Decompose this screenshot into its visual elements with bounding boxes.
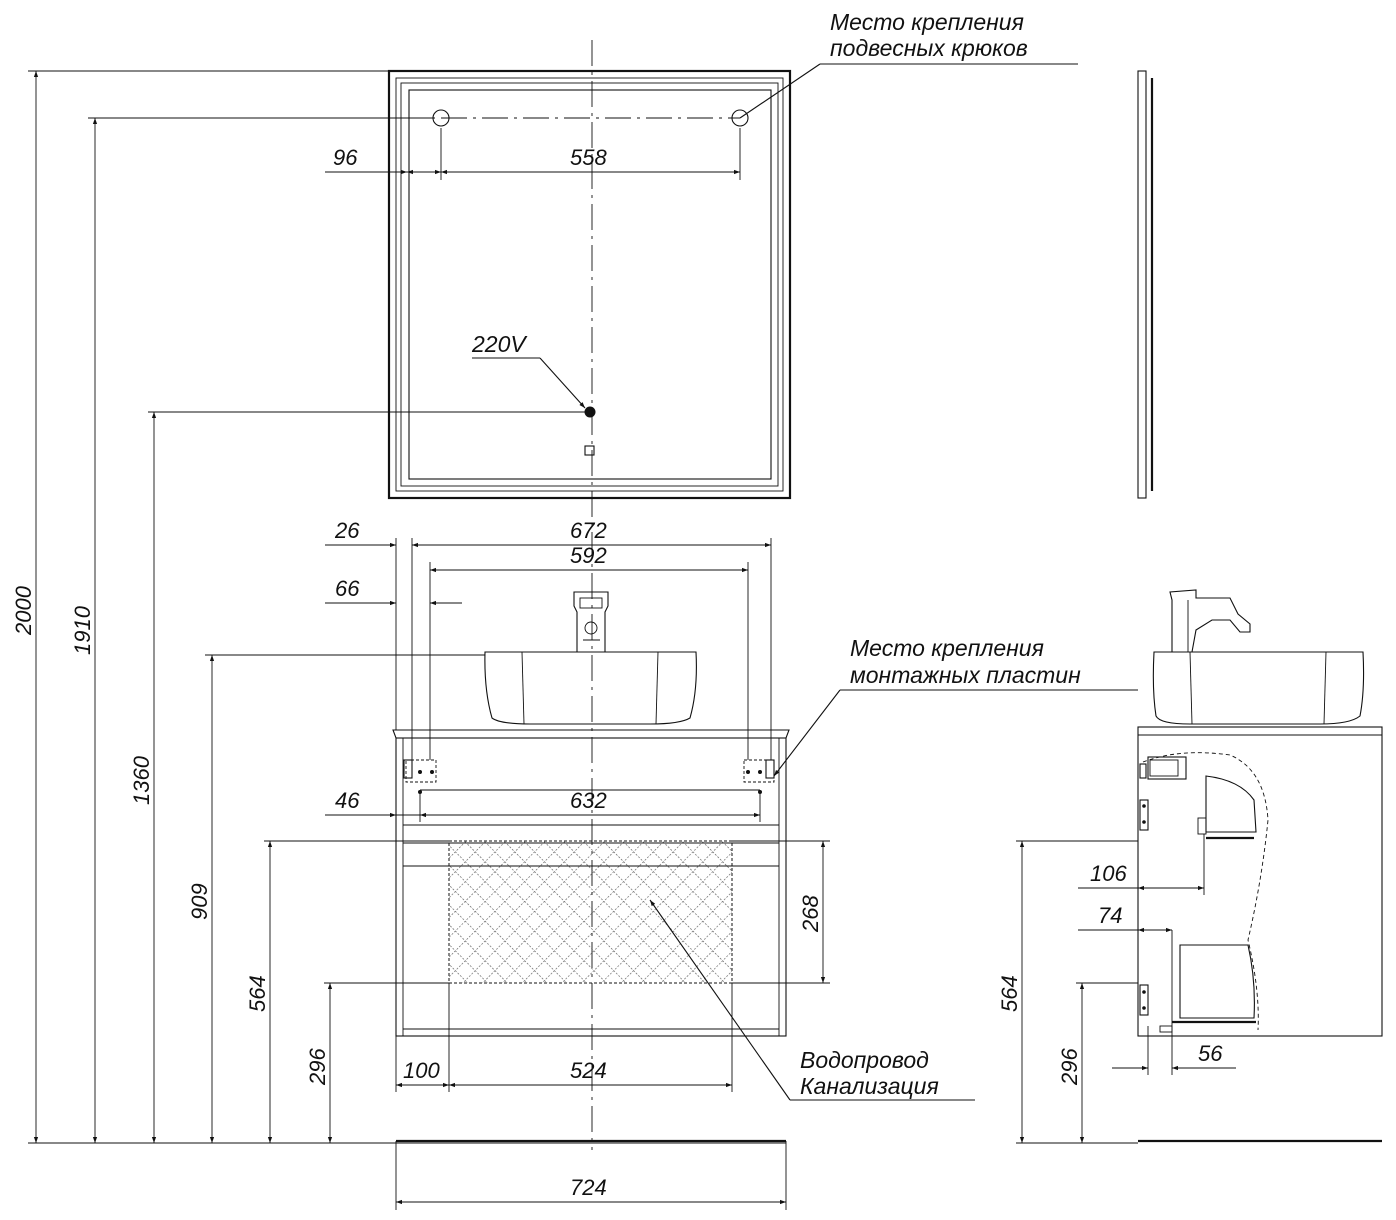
mirror-front: [387, 69, 792, 500]
pipes-callout: Водопровод Канализация: [649, 899, 975, 1101]
switch-square: [584, 445, 595, 456]
dim-vanity-bottom: 100 524: [395, 983, 733, 1092]
dim-564: 564: [245, 975, 270, 1012]
dim-2000: 2000: [11, 585, 36, 636]
vanity-front: [392, 591, 790, 1037]
dim-hooks: 96 558: [325, 128, 741, 180]
plates-callout: Место крепления монтажных пластин: [773, 635, 1138, 777]
dim-106: 106: [1090, 861, 1127, 886]
dim-1360: 1360: [129, 755, 154, 805]
dim-66: 66: [335, 576, 360, 601]
hook-label-line2: подвесных крюков: [830, 35, 1028, 61]
socket-point: [584, 406, 596, 418]
hook-label-line1: Место крепления: [830, 9, 1024, 35]
floor-front: 724: [28, 1139, 787, 1210]
dim-26: 26: [334, 518, 360, 543]
dim-heights: 2000 1910 1360 909 564 296: [11, 70, 585, 1143]
voltage-label: 220V: [471, 331, 528, 357]
dim-724: 724: [570, 1175, 607, 1200]
dim-vanity-top: 26 672 592 66 46 632: [325, 518, 772, 822]
dim-46: 46: [335, 788, 360, 813]
dim-side: 564 296 106 74 56: [997, 834, 1382, 1144]
vanity-side: [1137, 589, 1383, 1037]
dim-56: 56: [1198, 1041, 1223, 1066]
pipe-zone: [448, 840, 733, 984]
hook-callout: Место крепления подвесных крюков: [739, 9, 1078, 119]
mirror-side: [1137, 70, 1154, 499]
dim-96: 96: [333, 145, 358, 170]
dim-592: 592: [570, 543, 607, 568]
plates-label-line1: Место крепления: [850, 635, 1044, 661]
dim-side-564: 564: [997, 975, 1022, 1012]
dim-296: 296: [305, 1048, 330, 1086]
plates-label-line2: монтажных пластин: [850, 662, 1081, 688]
dim-558: 558: [570, 145, 607, 170]
dim-268-label: 268: [798, 895, 823, 933]
dim-524: 524: [570, 1058, 607, 1083]
pipes-label-line1: Водопровод: [800, 1047, 929, 1073]
pipes-label-line2: Канализация: [800, 1073, 939, 1099]
dim-268: 268: [732, 840, 830, 984]
dim-672: 672: [570, 518, 607, 543]
dim-74: 74: [1098, 903, 1122, 928]
dim-632: 632: [570, 788, 607, 813]
dim-909: 909: [187, 883, 212, 920]
voltage-callout: 220V: [471, 331, 586, 409]
dim-100: 100: [403, 1058, 440, 1083]
dim-side-296: 296: [1057, 1048, 1082, 1086]
dim-1910: 1910: [70, 605, 95, 655]
